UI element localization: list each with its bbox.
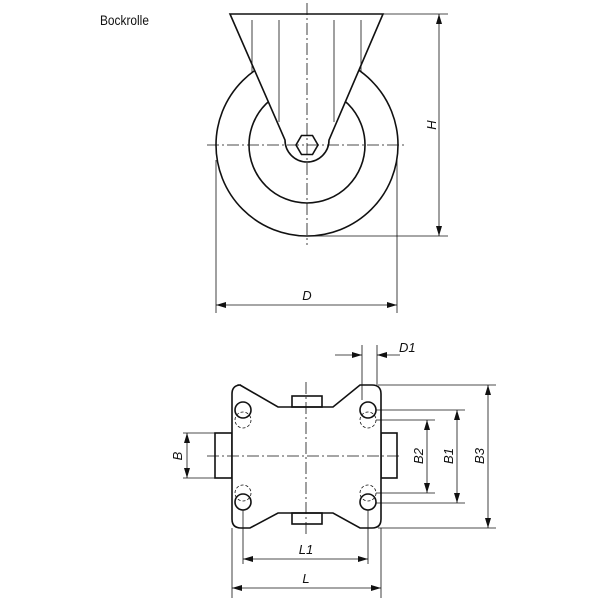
nut-bottom [291,512,323,525]
drawing-title: Bockrolle [100,12,149,28]
dim-B-label: B [170,451,185,460]
mounting-plate [231,384,382,529]
dim-H-label: H [424,120,439,130]
dim-B1-label: B1 [441,448,456,464]
fork-bracket [228,13,385,163]
side-view: H D [207,3,448,313]
dim-B3-label: B3 [472,447,487,464]
dim-L1-label: L1 [299,542,313,557]
dim-D-label: D [302,288,311,303]
axle-boss-left [214,432,233,479]
dim-D1-label: D1 [399,340,416,355]
dim-L-label: L [302,571,309,586]
dim-B2-label: B2 [411,447,426,464]
nut-top [291,395,323,408]
top-view: B B2 B1 B3 D1 L1 L [170,340,496,598]
axle-boss-right [380,432,398,479]
